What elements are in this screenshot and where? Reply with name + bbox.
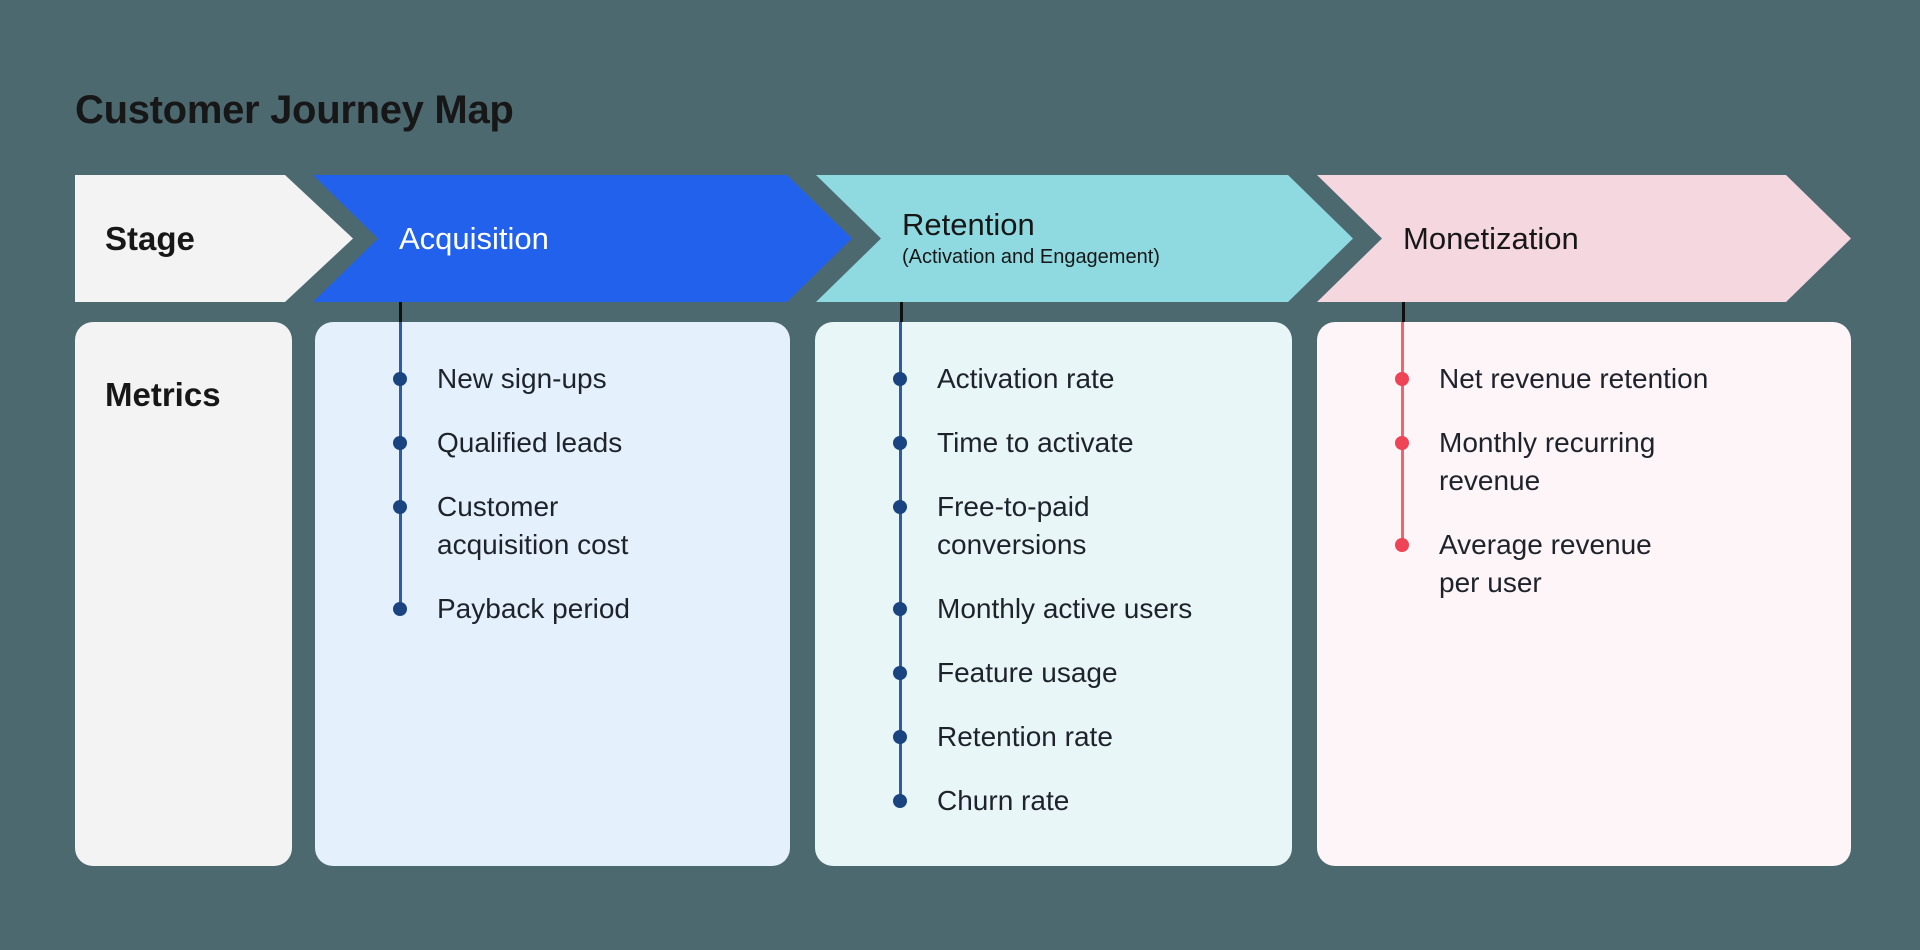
timeline-line bbox=[1401, 322, 1404, 545]
metric-item: Retention rate bbox=[893, 718, 1276, 756]
metric-item: Monthly active users bbox=[893, 590, 1276, 628]
metric-item: New sign-ups bbox=[393, 360, 774, 398]
metric-text: Churn rate bbox=[937, 785, 1070, 816]
bullet-dot-icon bbox=[1395, 538, 1409, 552]
stage-row-label: Stage bbox=[105, 219, 195, 257]
bullet-dot-icon bbox=[393, 602, 407, 616]
connector-line-retention bbox=[899, 302, 903, 323]
bullet-dot-icon bbox=[393, 500, 407, 514]
metric-text: Time to activate bbox=[937, 427, 1134, 458]
metric-item: Activation rate bbox=[893, 360, 1276, 398]
metric-text: Qualified leads bbox=[437, 427, 623, 458]
metric-text: Feature usage bbox=[937, 657, 1118, 688]
metric-item: Time to activate bbox=[893, 424, 1276, 462]
metric-text: Retention rate bbox=[937, 721, 1113, 752]
metrics-row-header-card: Metrics bbox=[75, 322, 292, 866]
metric-text: Customer acquisition cost bbox=[437, 491, 629, 560]
metric-item: Feature usage bbox=[893, 654, 1276, 692]
metric-text: New sign-ups bbox=[437, 363, 607, 394]
metric-item: Free-to-paid conversions bbox=[893, 488, 1276, 564]
bullet-dot-icon bbox=[893, 500, 907, 514]
connector-line-monetization bbox=[1401, 302, 1405, 323]
metric-item: Qualified leads bbox=[393, 424, 774, 462]
bullet-dot-icon bbox=[393, 372, 407, 386]
bullet-dot-icon bbox=[893, 794, 907, 808]
metric-item: Monthly recurring revenue bbox=[1395, 424, 1835, 500]
stage-sublabel-retention: (Activation and Engagement) bbox=[902, 246, 1160, 268]
connector-line-acquisition bbox=[398, 302, 402, 323]
stage-row-header-arrow: Stage bbox=[75, 175, 353, 302]
stage-arrow-monetization: Monetization bbox=[1317, 175, 1851, 302]
metric-item: Average revenue per user bbox=[1395, 526, 1835, 602]
metric-text: Payback period bbox=[437, 593, 631, 624]
stage-label-acquisition: Acquisition bbox=[399, 220, 549, 256]
metric-item: Payback period bbox=[393, 590, 774, 628]
bullet-dot-icon bbox=[1395, 372, 1409, 386]
timeline-line bbox=[399, 322, 402, 609]
stage-arrow-retention: Retention (Activation and Engagement) bbox=[816, 175, 1353, 302]
metric-item: Customer acquisition cost bbox=[393, 488, 774, 564]
bullet-dot-icon bbox=[893, 666, 907, 680]
metric-item: Net revenue retention bbox=[1395, 360, 1835, 398]
metric-text: Free-to-paid conversions bbox=[937, 491, 1090, 560]
metric-text: Monthly recurring revenue bbox=[1439, 427, 1656, 496]
page-title: Customer Journey Map bbox=[75, 88, 514, 132]
metric-text: Monthly active users bbox=[937, 593, 1193, 624]
metrics-row-label: Metrics bbox=[105, 376, 221, 413]
stage-label-monetization: Monetization bbox=[1403, 220, 1579, 256]
timeline-line bbox=[899, 322, 902, 801]
bullet-dot-icon bbox=[893, 730, 907, 744]
metric-text: Net revenue retention bbox=[1439, 363, 1709, 394]
stage-label-retention: Retention bbox=[902, 207, 1035, 242]
bullet-dot-icon bbox=[1395, 436, 1409, 450]
metric-item: Churn rate bbox=[893, 782, 1276, 820]
metric-text: Average revenue per user bbox=[1439, 529, 1652, 598]
bullet-dot-icon bbox=[393, 436, 407, 450]
stage-arrow-acquisition: Acquisition bbox=[313, 175, 852, 302]
bullet-dot-icon bbox=[893, 436, 907, 450]
metric-text: Activation rate bbox=[937, 363, 1115, 394]
bullet-dot-icon bbox=[893, 372, 907, 386]
bullet-dot-icon bbox=[893, 602, 907, 616]
